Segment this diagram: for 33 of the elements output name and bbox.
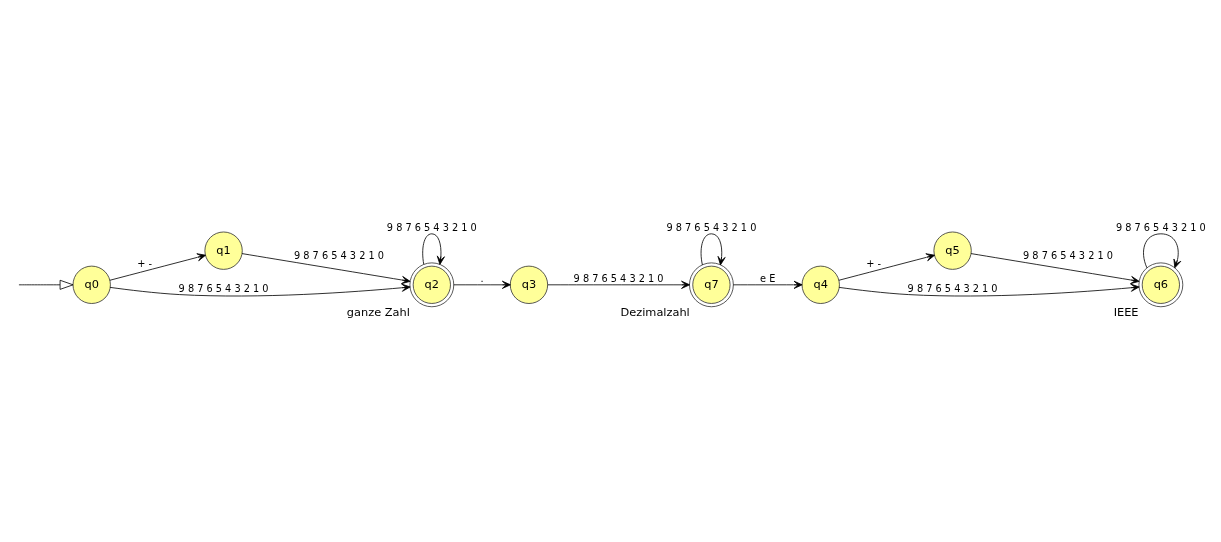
node-label: IEEE xyxy=(1113,304,1139,319)
arrow xyxy=(453,280,511,289)
arrow xyxy=(838,283,1140,297)
node-circle: q3 xyxy=(509,265,549,304)
edge-label: 9 8 7 6 5 4 3 2 1 0 xyxy=(386,222,477,234)
edge-label: 9 8 7 6 5 4 3 2 1 0 xyxy=(907,282,998,294)
edge-label: 9 8 7 6 5 4 3 2 1 0 xyxy=(1023,250,1113,262)
edge-label: . xyxy=(480,273,484,285)
arrow xyxy=(241,253,411,285)
arrow xyxy=(732,280,803,289)
node-label: Dezimalzahl xyxy=(620,304,690,319)
arrow xyxy=(547,280,691,289)
node-circle: q1 xyxy=(204,231,243,270)
edge-label: + - xyxy=(866,257,882,269)
node-circle: q4 xyxy=(801,265,840,304)
edge-label: e E xyxy=(760,273,776,285)
node-circle: q0 xyxy=(72,265,111,304)
arrow xyxy=(18,279,74,290)
arrow xyxy=(1143,233,1182,269)
arrow xyxy=(970,253,1140,285)
arrow xyxy=(838,253,936,281)
edge-label: + - xyxy=(137,257,153,269)
node-circle: q5 xyxy=(933,231,972,270)
arrow xyxy=(700,233,726,266)
edge-label: 9 8 7 6 5 4 3 2 1 0 xyxy=(573,273,664,285)
arrow xyxy=(109,283,411,297)
arrow xyxy=(422,233,445,265)
edge-label: 9 8 7 6 5 4 3 2 1 0 xyxy=(294,250,384,262)
arrow xyxy=(109,253,206,281)
edge-label: 9 8 7 6 5 4 3 2 1 0 xyxy=(178,282,269,294)
edge-label: 9 8 7 6 5 4 3 2 1 0 xyxy=(1115,222,1206,234)
edge-label: 9 8 7 6 5 4 3 2 1 0 xyxy=(666,222,757,234)
node-label: ganze Zahl xyxy=(346,304,410,319)
